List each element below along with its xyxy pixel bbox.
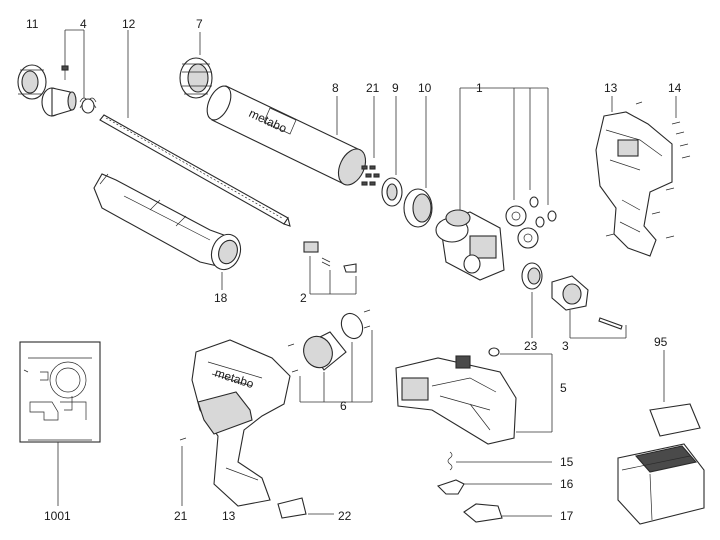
- label-1001: 1001: [44, 509, 71, 523]
- part-8-cartridge-tube: metabo: [206, 85, 367, 186]
- part-12-toothed-rack: [99, 30, 291, 227]
- part-6-motor-assembly: [287, 309, 373, 403]
- part-11-end-cap: [17, 64, 47, 100]
- part-13-housing-half: [595, 96, 673, 257]
- part-15-spring: [447, 451, 552, 471]
- label-16: 16: [560, 477, 574, 491]
- label-10: 10: [418, 81, 432, 95]
- part-16-latch: [436, 479, 552, 495]
- label-14: 14: [668, 81, 682, 95]
- part-18-cartridge-holder: [93, 173, 242, 290]
- part-95-battery-pack: [617, 350, 705, 525]
- label-1: 1: [476, 81, 483, 95]
- part-9-flange-disc: [381, 96, 403, 207]
- label-3: 3: [562, 339, 569, 353]
- part-2-switch-parts: [303, 241, 357, 295]
- part-1001-label-sheet: [19, 341, 101, 506]
- part-7-tube-nut: [179, 32, 213, 99]
- label-4: 4: [80, 17, 87, 31]
- label-22: 22: [338, 509, 352, 523]
- label-9: 9: [392, 81, 399, 95]
- label-13-top: 13: [604, 81, 618, 95]
- part-17-battery-contact: [463, 503, 552, 523]
- label-21-bottom: 21: [174, 509, 188, 523]
- label-2: 2: [300, 291, 307, 305]
- part-5-electronics: [395, 347, 553, 445]
- label-21-top: 21: [366, 81, 380, 95]
- label-5: 5: [560, 381, 567, 395]
- label-17: 17: [560, 509, 574, 523]
- label-95: 95: [654, 335, 668, 349]
- part-10-coupling-ring: [403, 96, 433, 228]
- part-14-housing-screws: [605, 96, 691, 239]
- part-13-tool-body: metabo: [179, 339, 291, 507]
- part-4-piston-assembly: [41, 29, 97, 117]
- part-3-drive-shaft: [551, 275, 627, 339]
- label-11: 11: [26, 17, 39, 31]
- label-15: 15: [560, 455, 574, 469]
- label-23: 23: [524, 339, 538, 353]
- label-12: 12: [122, 17, 136, 31]
- label-7: 7: [196, 17, 203, 31]
- label-6: 6: [340, 399, 347, 413]
- label-13-bottom: 13: [222, 509, 236, 523]
- part-21-screw-set-top: [361, 96, 380, 186]
- label-8: 8: [332, 81, 339, 95]
- part-1-gearbox-assembly: [435, 87, 557, 281]
- callout-labels: 11 4 12 7 8 21 9 10 1 13 14 18 2 23 3 95…: [26, 17, 682, 523]
- part-23-seal-ring: [521, 262, 543, 338]
- part-22-sticker: [277, 497, 334, 519]
- label-18: 18: [214, 291, 228, 305]
